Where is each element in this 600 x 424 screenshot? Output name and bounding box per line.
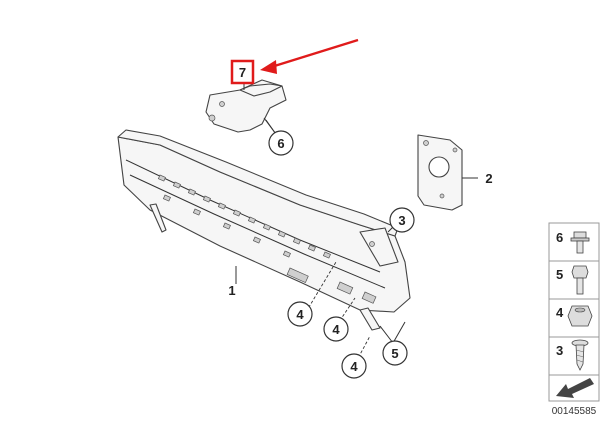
callout-4-upper-label: 4 [296,307,304,322]
screw-icon [571,339,589,371]
callout-4-lower-label: 4 [350,359,358,374]
hex-nut-icon [567,305,593,327]
callout-2[interactable]: 2 [485,171,492,186]
callout-7[interactable]: 7 [230,59,255,85]
highlight-arrow [260,38,359,74]
callout-5-label: 5 [391,346,398,361]
callout-1[interactable]: 1 [228,283,235,298]
legend-item-4[interactable]: 4 [548,298,600,338]
fastener-legend: 6 5 4 3 [548,222,600,417]
direction-arrow-icon [556,378,594,398]
callout-4-upper[interactable]: 4 [287,301,313,327]
callout-5[interactable]: 5 [382,340,408,366]
callout-6-label: 6 [277,136,284,151]
image-number: 00145585 [552,406,597,417]
legend-item-5-label: 5 [556,267,563,282]
callout-2-label: 2 [485,171,492,186]
direction-arrow-box [548,374,600,402]
callout-6[interactable]: 6 [268,130,294,156]
legend-item-5[interactable]: 5 [548,260,600,300]
legend-item-3-label: 3 [556,343,563,358]
callout-4-lower[interactable]: 4 [341,353,367,379]
beam-holes [157,174,377,304]
hex-bolt-icon [571,265,589,295]
legend-item-6[interactable]: 6 [548,222,600,262]
legend-item-3[interactable]: 3 [548,336,600,376]
legend-item-4-label: 4 [556,305,564,320]
callout-7-label: 7 [239,65,246,80]
bumper-beam-part-1 [117,129,411,331]
callout-4-middle[interactable]: 4 [323,316,349,342]
plate-part-2 [417,134,478,211]
callout-4-middle-label: 4 [332,322,340,337]
flange-bolt-icon [570,231,590,254]
callout-3-label: 3 [398,213,405,228]
legend-item-6-label: 6 [556,230,563,245]
callout-1-label: 1 [228,283,235,298]
callout-3[interactable]: 3 [389,207,415,233]
